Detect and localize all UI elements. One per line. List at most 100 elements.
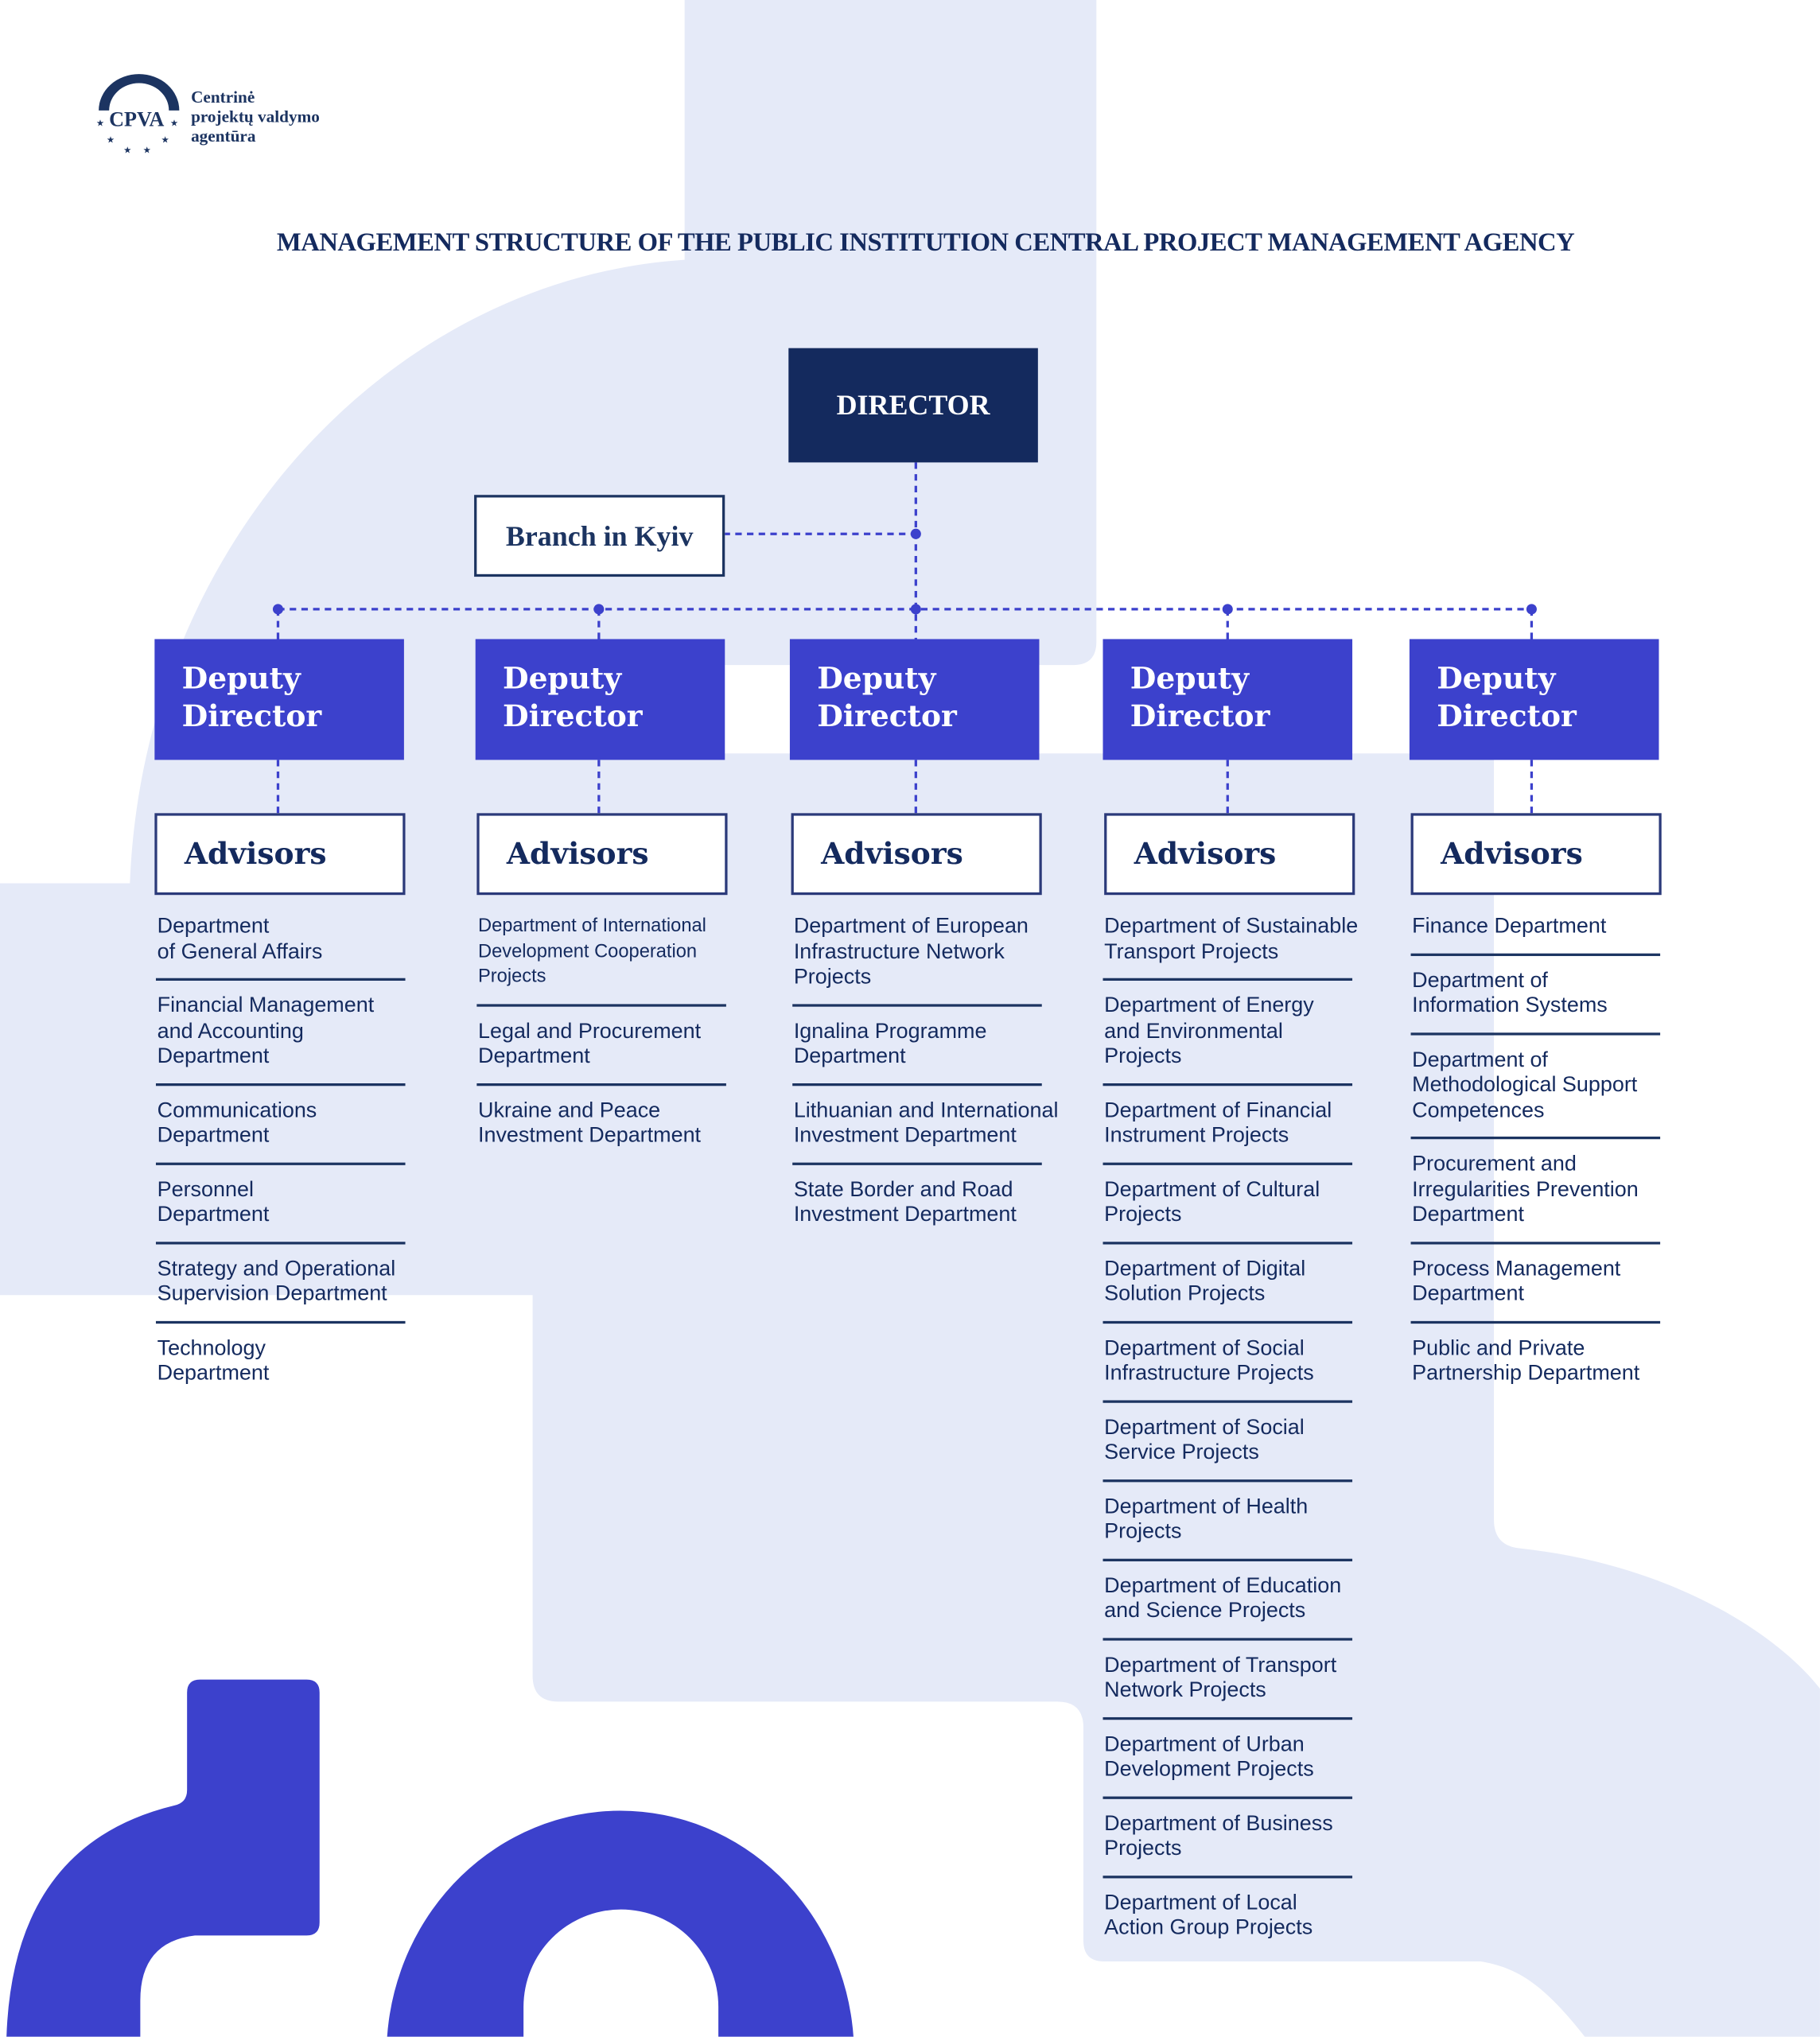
- department-name-line: Ukraine and Peace: [477, 1098, 661, 1122]
- svg-text:★: ★: [107, 134, 115, 146]
- deputy-director-label: Director: [817, 698, 957, 734]
- department-name-line: Transport Projects: [1104, 939, 1279, 963]
- advisors-box: Advisors: [1410, 813, 1662, 896]
- advisors-label: Advisors: [821, 836, 963, 872]
- advisors-label: Advisors: [184, 836, 327, 872]
- department-name-line: Department of Sustainable: [1104, 914, 1359, 939]
- svg-text:★: ★: [123, 145, 131, 156]
- department-name-line: Projects: [1104, 1203, 1182, 1226]
- advisors-box: Advisors: [791, 813, 1042, 896]
- branch-kyiv-box: Branch in Kyiv: [474, 495, 725, 577]
- department-name-line: Service Projects: [1104, 1440, 1259, 1464]
- department-name-line: Department of Business: [1104, 1811, 1333, 1835]
- department-name-line: Infrastructure Network: [793, 939, 1005, 963]
- svg-text:★: ★: [143, 145, 151, 156]
- department-name-line: Department of Financial: [1104, 1098, 1332, 1122]
- department-name-line: Network Projects: [1104, 1677, 1266, 1702]
- department-name-line: Procurement and: [1412, 1152, 1577, 1176]
- department-name-line: Solution Projects: [1104, 1281, 1266, 1306]
- department-name-line: Process Management: [1412, 1257, 1621, 1281]
- department-name-line: Finance Department: [1412, 914, 1607, 939]
- svg-text:★: ★: [96, 117, 104, 128]
- department-name-line: and Accounting: [157, 1019, 304, 1043]
- department-name-line: Lithuanian and International: [793, 1098, 1059, 1122]
- branch-label: Branch in Kyiv: [505, 519, 694, 552]
- department-name-line: Department of European: [793, 914, 1029, 939]
- cpva-logo-mark: CPVA ★★★★★★: [96, 74, 180, 156]
- department-name-line: Department of Digital: [1104, 1257, 1306, 1281]
- svg-text:★: ★: [161, 134, 169, 146]
- department-name-line: Department: [793, 1044, 906, 1068]
- department-name-line: Personnel: [157, 1177, 254, 1201]
- department-name-line: Partnership Department: [1412, 1361, 1640, 1385]
- department-name-line: Department of International: [477, 915, 706, 937]
- advisors-label: Advisors: [506, 836, 649, 872]
- department-name-line: Financial Management: [157, 993, 375, 1017]
- department-name-line: Supervision Department: [157, 1281, 387, 1306]
- department-name-line: Legal and Procurement: [477, 1019, 702, 1043]
- advisors-box: Advisors: [476, 813, 728, 896]
- advisors-box: Advisors: [1104, 813, 1355, 896]
- department-name-line: and Science Projects: [1104, 1599, 1306, 1623]
- department-name-line: State Border and Road: [793, 1177, 1013, 1201]
- logo-line: agentūra: [191, 126, 256, 146]
- department-name-line: Projects: [1104, 1837, 1182, 1860]
- department-name-line: Department of Education: [1104, 1573, 1342, 1597]
- department-name-line: Investment Department: [793, 1123, 1017, 1148]
- department-name-line: Projects: [793, 965, 872, 989]
- advisors-label: Advisors: [1134, 836, 1277, 872]
- department-name-line: Department of Urban: [1104, 1732, 1305, 1756]
- department-name-line: Department: [157, 914, 270, 939]
- logo-line: projektų valdymo: [191, 106, 320, 126]
- department-name-line: Department of Local: [1104, 1890, 1297, 1915]
- department-name-line: Department of Social: [1104, 1415, 1305, 1439]
- department-name-line: Department of: [1412, 1048, 1548, 1071]
- department-item: Finance Department: [1410, 914, 1661, 956]
- advisors-box: Advisors: [154, 813, 406, 896]
- department-name-line: Department: [157, 1203, 270, 1226]
- department-name-line: of General Affairs: [157, 939, 323, 963]
- department-name-line: Department: [157, 1123, 270, 1148]
- department-name-line: Projects: [477, 966, 546, 988]
- department-name-line: Public and Private: [1412, 1335, 1585, 1360]
- department-name-line: Infrastructure Projects: [1104, 1361, 1314, 1385]
- department-name-line: Department: [1412, 1203, 1524, 1226]
- deputy-director-label: Director: [181, 698, 322, 734]
- department-name-line: Department of Social: [1104, 1335, 1305, 1360]
- svg-text:CPVA: CPVA: [109, 107, 164, 130]
- department-name-line: Department of Cultural: [1104, 1177, 1320, 1201]
- svg-text:★: ★: [170, 117, 178, 128]
- department-name-line: Action Group Projects: [1104, 1915, 1313, 1940]
- department-name-line: Communications: [157, 1098, 317, 1122]
